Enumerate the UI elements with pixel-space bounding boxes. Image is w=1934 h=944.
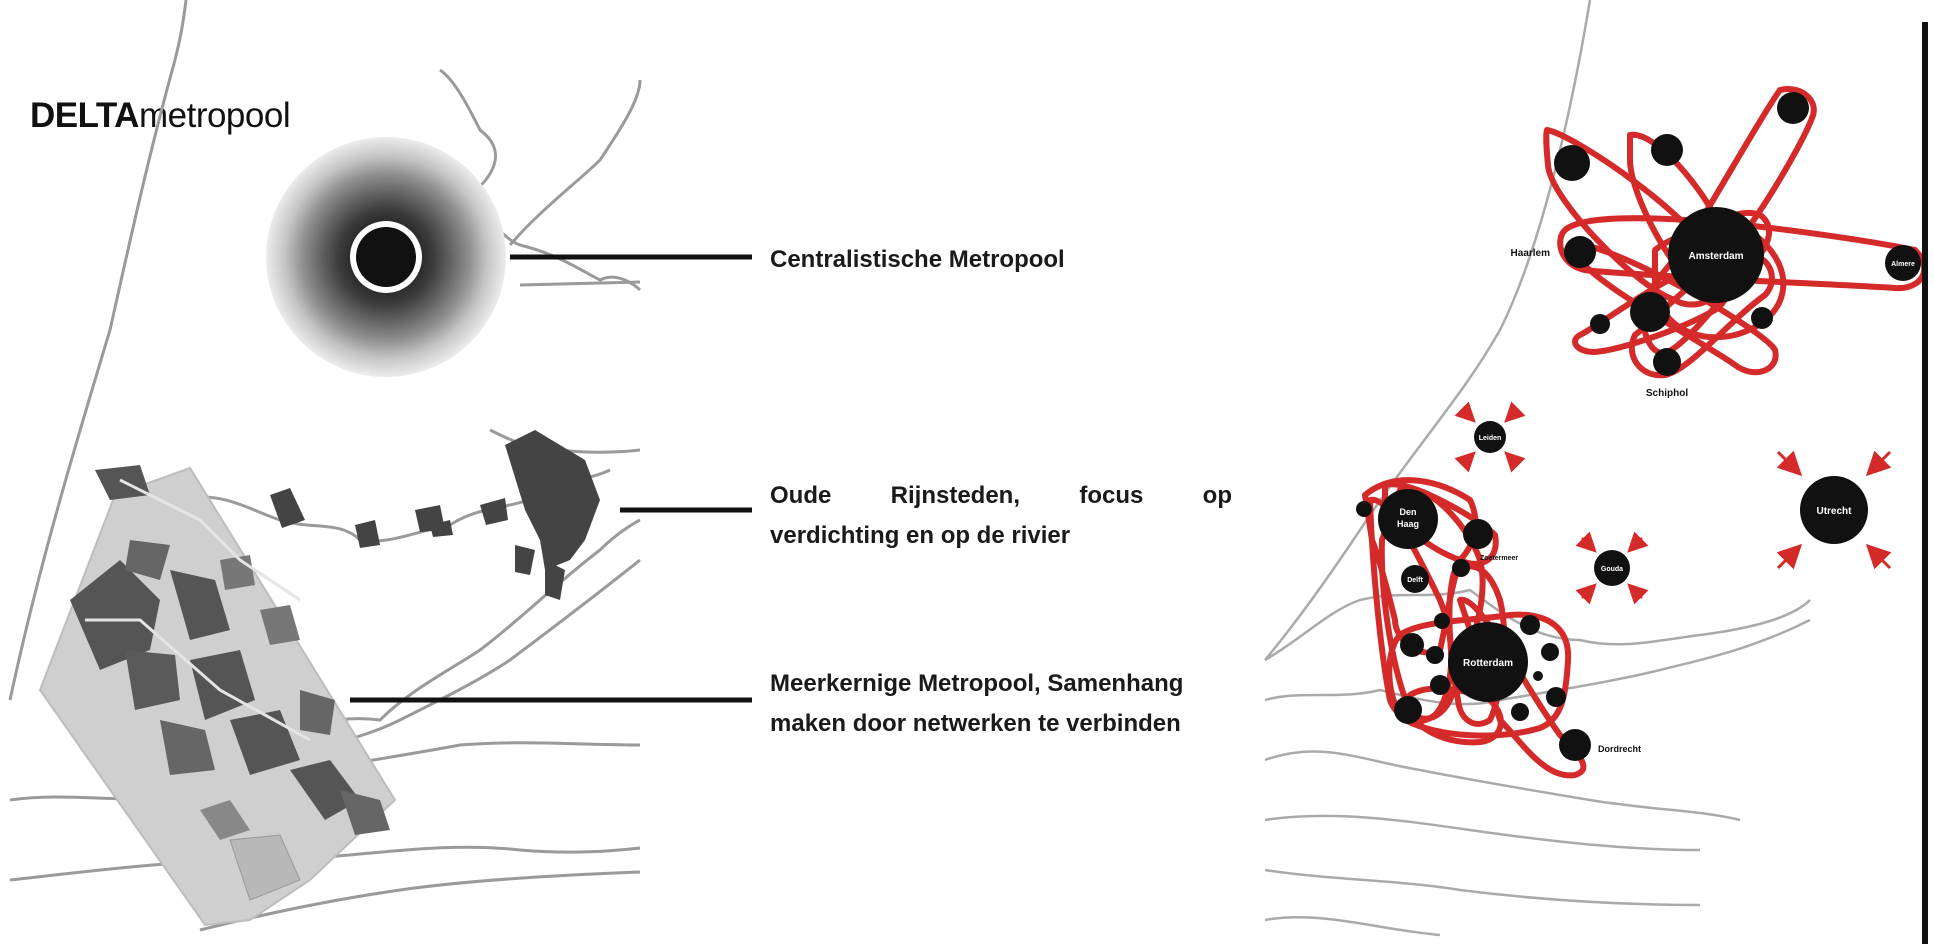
- node-schiphol: [1653, 348, 1681, 376]
- ij-line-2: [520, 282, 640, 285]
- label-amsterdam: Amsterdam: [1688, 251, 1743, 262]
- label-rotterdam: Rotterdam: [1463, 658, 1513, 669]
- right-delta-2: [1265, 816, 1700, 850]
- label-leiden: Leiden: [1479, 435, 1502, 442]
- label-utrecht: Utrecht: [1816, 506, 1852, 517]
- gouda-attractor: Gouda: [1582, 538, 1642, 598]
- label-dordrecht: Dordrecht: [1598, 744, 1641, 754]
- label-haarlem: Haarlem: [1511, 248, 1551, 259]
- utrecht-attractor: Utrecht: [1778, 452, 1890, 568]
- right-base-map: [1265, 0, 1810, 935]
- label-den-haag-1: Den: [1399, 507, 1416, 517]
- centralist-core: [356, 227, 416, 287]
- right-delta-1: [1265, 751, 1740, 820]
- label-den-haag-2: Haag: [1397, 519, 1419, 529]
- label-schiphol: Schiphol: [1646, 388, 1688, 399]
- right-coastline: [1265, 0, 1590, 660]
- rhine-cities: [270, 430, 600, 600]
- label-gouda: Gouda: [1601, 566, 1623, 573]
- right-delta-4: [1265, 917, 1440, 935]
- node-dordrecht: [1559, 729, 1591, 761]
- label-delft: Delft: [1407, 577, 1423, 584]
- right-delta-3: [1265, 870, 1700, 905]
- ij-line: [510, 80, 640, 245]
- label-zoetermeer: Zoetermeer: [1480, 555, 1518, 562]
- right-frame-bar: [1922, 22, 1928, 944]
- label-almere: Almere: [1891, 261, 1915, 268]
- leiden-attractor: Leiden: [1462, 409, 1518, 465]
